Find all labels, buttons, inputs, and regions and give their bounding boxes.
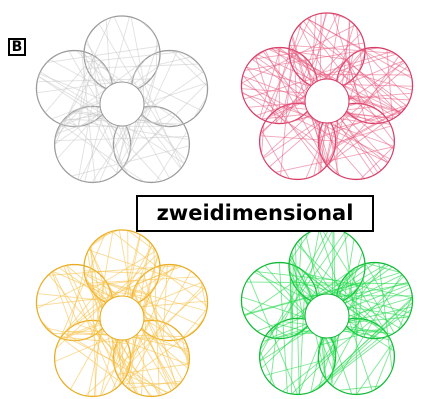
caption-label: zweidimensional: [136, 195, 374, 232]
center-hole: [304, 293, 350, 339]
center-hole: [99, 295, 145, 341]
flower-gray: [35, 15, 209, 184]
center-hole: [304, 78, 350, 124]
flower-pink: [240, 12, 414, 181]
center-hole: [99, 81, 145, 127]
petal-outline: [53, 105, 132, 184]
panel-letter-label: B: [8, 38, 26, 56]
flower-yellow: [35, 229, 209, 398]
flower-green: [240, 227, 414, 396]
string-lines: [36, 230, 208, 397]
